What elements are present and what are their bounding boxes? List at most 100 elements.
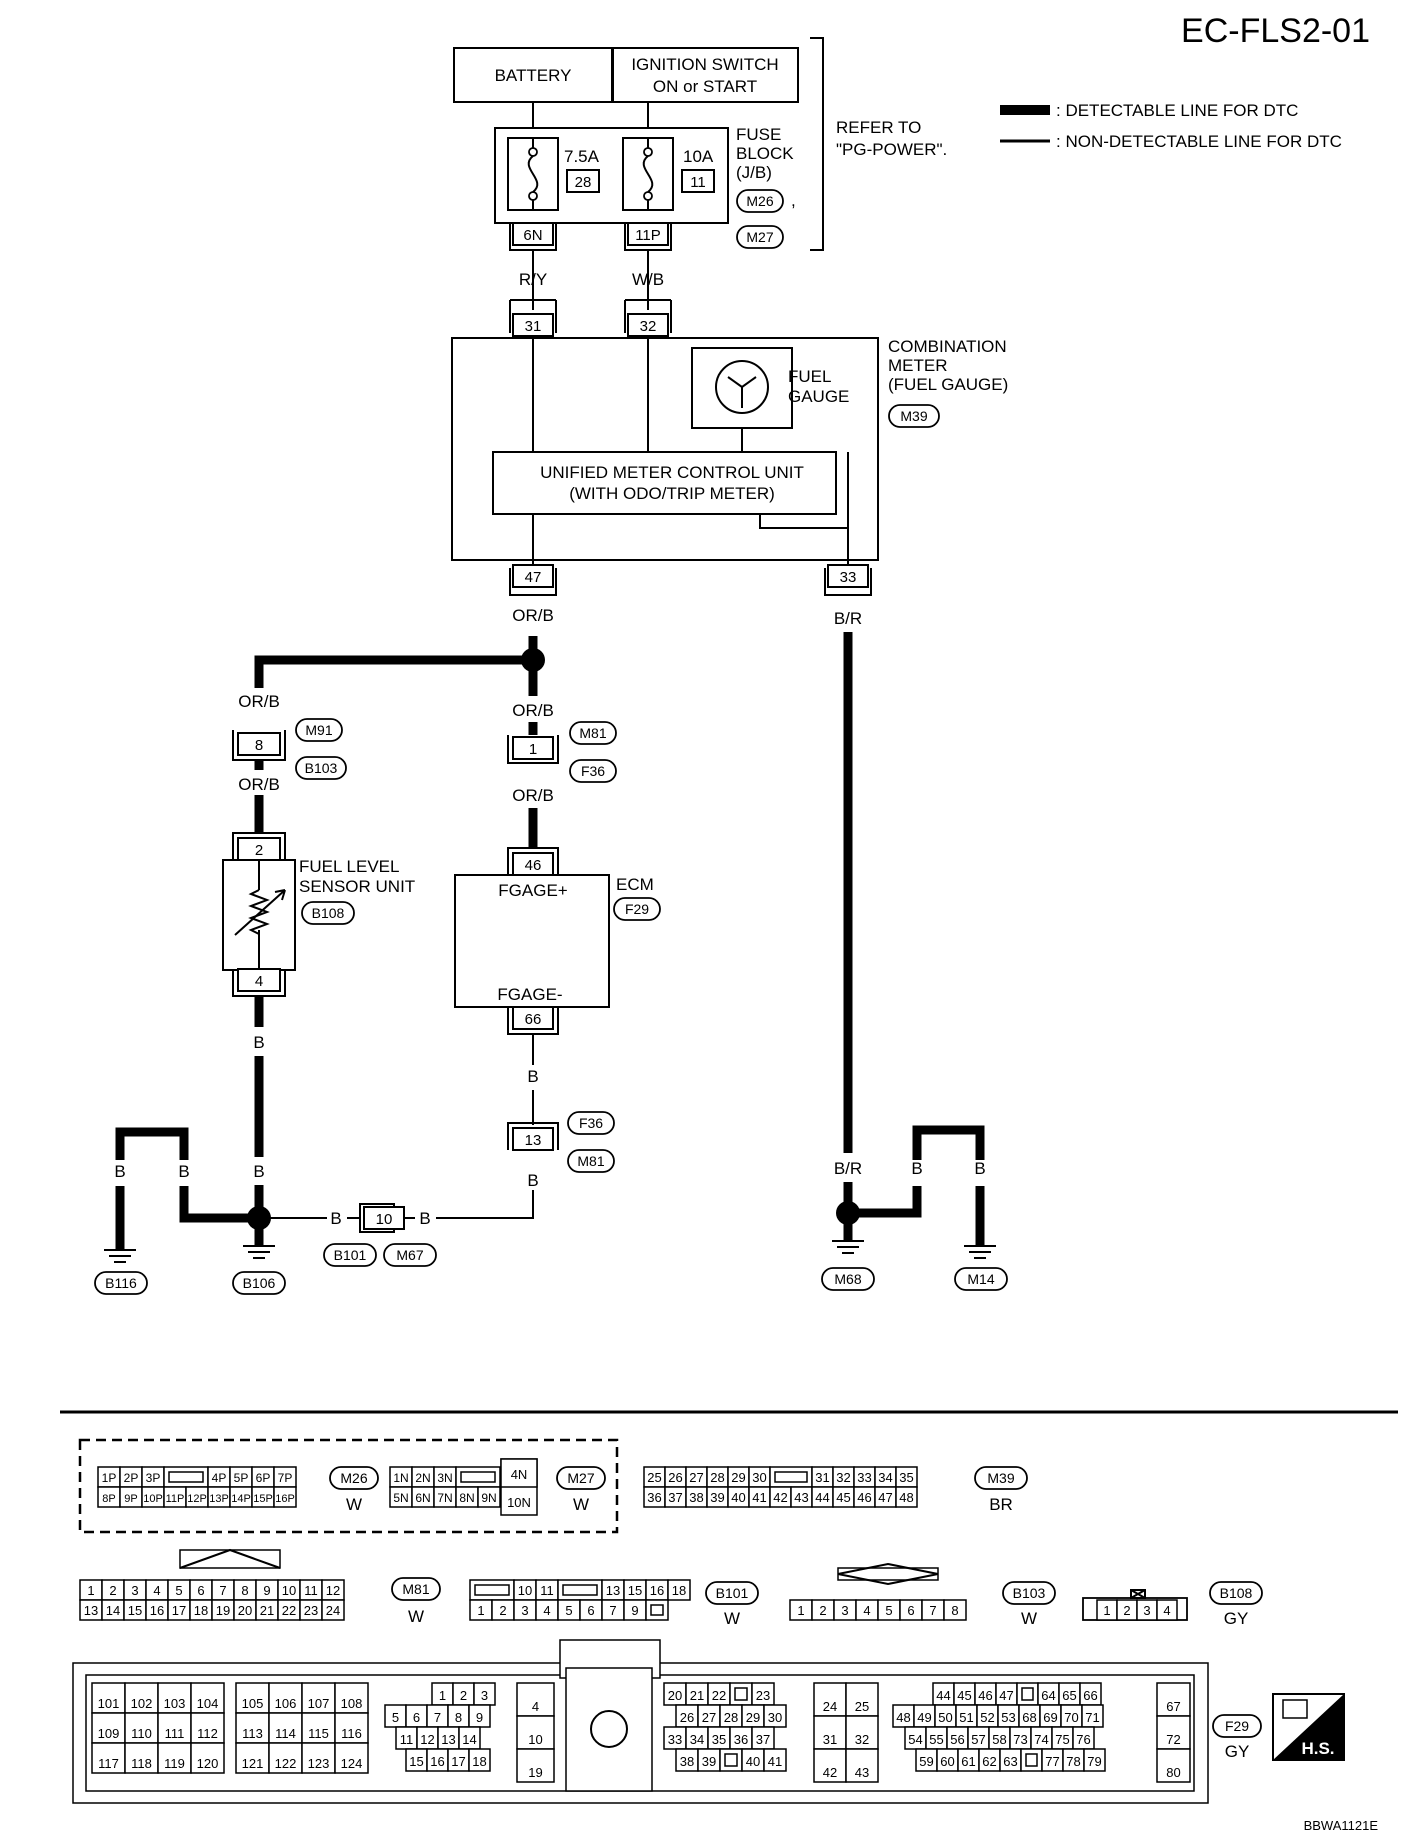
m81-latch <box>179 1549 281 1569</box>
pin-number: 38 <box>680 1754 694 1769</box>
pin-number: 7P <box>278 1471 293 1485</box>
pin-number: 32 <box>855 1732 869 1747</box>
pin-number: 1 <box>797 1603 804 1618</box>
connector-cell <box>895 1486 918 1508</box>
wire-b-label-b101-left: B <box>330 1209 341 1228</box>
connector-badge-m81 <box>569 721 617 745</box>
pin-number: 11 <box>304 1583 318 1598</box>
pin-number: 7N <box>437 1491 452 1505</box>
wire-b-label-ecm: B <box>527 1067 538 1086</box>
pin-number: 10 <box>528 1732 542 1747</box>
face-color-m81: W <box>408 1607 424 1626</box>
m27-side-bottom-label: 10N <box>507 1495 531 1510</box>
pin-number: 10 <box>518 1583 532 1598</box>
pin-number: 33 <box>857 1470 871 1485</box>
pin-number: 2 <box>1123 1603 1130 1618</box>
wire-b-label-ecm-2: B <box>527 1171 538 1190</box>
pin-number: 21 <box>690 1688 704 1703</box>
fuse-11-number: 11 <box>690 174 706 191</box>
pin-number: 10P <box>143 1493 163 1505</box>
face-color-m27: W <box>573 1495 589 1514</box>
connector-badge-b108-label: B108 <box>312 905 345 921</box>
wire-b-label-m68-link: B <box>911 1159 922 1178</box>
connector-badge-m81-2 <box>567 1149 615 1173</box>
pin-number: 103 <box>164 1696 186 1711</box>
connector-cell <box>301 1742 336 1774</box>
connector-cell <box>1156 1599 1178 1621</box>
pin-number: 37 <box>756 1732 770 1747</box>
pin-number: 116 <box>341 1726 362 1741</box>
pin-number: 119 <box>164 1756 185 1771</box>
connector-badge-m81-2-label: M81 <box>577 1153 604 1169</box>
junction-pin-b101-10-label: 10 <box>376 1211 393 1228</box>
pin-number: 8 <box>241 1583 248 1598</box>
pin-number: 21 <box>260 1603 274 1618</box>
pin-number: 6 <box>413 1710 420 1725</box>
pin-number: 16 <box>650 1583 664 1598</box>
ground-path-internal <box>759 452 849 529</box>
pin-number: 68 <box>1022 1710 1036 1725</box>
pin-number: 8N <box>459 1491 474 1505</box>
pin-number: 58 <box>992 1732 1006 1747</box>
connector-badge-m67-label: M67 <box>396 1247 423 1263</box>
pin-number: 5 <box>175 1583 182 1598</box>
connector-badge-b108 <box>301 901 355 925</box>
refer-label-1: REFER TO <box>836 118 921 137</box>
pin-number: 9N <box>481 1491 496 1505</box>
pin-number: 107 <box>308 1696 330 1711</box>
pin-number: 49 <box>917 1710 931 1725</box>
meter-label-3: (FUEL GAUGE) <box>888 375 1008 394</box>
junction-pin-f36-13 <box>512 1127 554 1151</box>
pin-number: 1P <box>102 1471 117 1485</box>
connector-badge-b103 <box>295 756 347 780</box>
connector-cell <box>334 1742 369 1774</box>
fuel-gauge-label-2: GAUGE <box>788 387 849 406</box>
pin-number: 37 <box>668 1490 682 1505</box>
pin-number: 17 <box>451 1754 465 1769</box>
pin-number: 22 <box>712 1688 726 1703</box>
wire-wb-label: W/B <box>632 270 664 289</box>
face-badge-b108-label: B108 <box>1220 1585 1253 1601</box>
refer-bracket <box>810 37 824 251</box>
pin-number: 112 <box>197 1726 218 1741</box>
pin-number: 10 <box>282 1583 296 1598</box>
ecm-fgage-minus: FGAGE- <box>497 985 562 1004</box>
pin-number: 1 <box>477 1603 484 1618</box>
pin-number: 24 <box>326 1603 340 1618</box>
pin-number: 12P <box>187 1493 207 1505</box>
pin-number: 35 <box>899 1470 913 1485</box>
pin-number: 5P <box>234 1471 249 1485</box>
connector-cell <box>91 1742 126 1774</box>
pin-number: 14 <box>106 1603 120 1618</box>
ground-circuit-right: B/R B/R B B M68 M14 <box>821 609 1008 1291</box>
ground-badge-m68-label: M68 <box>834 1271 861 1287</box>
pin-number: 57 <box>971 1732 985 1747</box>
b103-latch-shape <box>837 1562 939 1586</box>
sensor-pin-4 <box>237 968 281 992</box>
pin-number: 14P <box>231 1493 251 1505</box>
pin-number: 4 <box>153 1583 160 1598</box>
pin-number: 3 <box>521 1603 528 1618</box>
pin-number: 118 <box>131 1756 152 1771</box>
face-badge-b103 <box>1002 1581 1056 1605</box>
pin-number: 55 <box>929 1732 943 1747</box>
pin-number: 15 <box>409 1754 423 1769</box>
pin-number: 8 <box>455 1710 462 1725</box>
face-color-f29: GY <box>1225 1742 1250 1761</box>
pin-number: 16 <box>150 1603 164 1618</box>
pin-number: 50 <box>938 1710 952 1725</box>
pin-number: 9P <box>124 1493 137 1505</box>
ecm-pin-66-label: 66 <box>525 1011 542 1028</box>
pin-number: 6 <box>907 1603 914 1618</box>
junction-pin-m91-8 <box>237 732 281 756</box>
fuel-gauge-label-1: FUEL <box>788 367 831 386</box>
key-slot <box>168 1471 204 1483</box>
legend-non-detectable: : NON-DETECTABLE LINE FOR DTC <box>1056 132 1342 151</box>
connector-badge-m91-label: M91 <box>305 722 332 738</box>
pin-number: 5 <box>565 1603 572 1618</box>
pin-number: 6P <box>256 1471 271 1485</box>
key-slot <box>774 1471 808 1483</box>
pin-number: 108 <box>341 1696 363 1711</box>
pin-number: 54 <box>908 1732 922 1747</box>
